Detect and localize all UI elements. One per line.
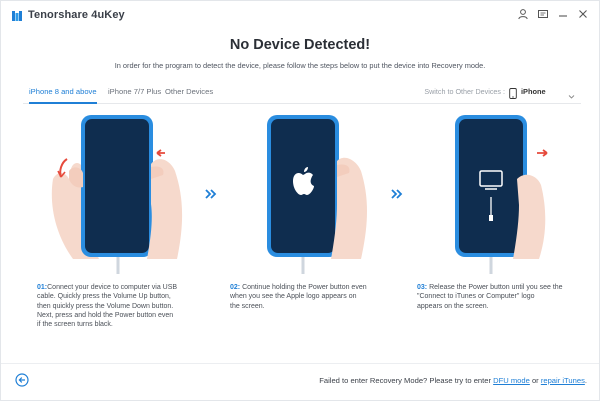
step-2-caption: 02: Continue holding the Power button ev… [230, 284, 367, 310]
dfu-mode-link[interactable]: DFU mode [493, 376, 530, 385]
step-3-number: 03: [417, 284, 428, 291]
chevron-down-icon [568, 87, 575, 99]
close-icon[interactable] [577, 8, 589, 20]
step-2-illustration [227, 109, 377, 274]
app-title: Tenorshare 4uKey [28, 9, 125, 21]
step-2-number: 02: [230, 284, 241, 291]
step-3-caption: 03: Release the Power button until you s… [417, 284, 563, 310]
user-icon[interactable] [517, 8, 529, 20]
footer-help-text: Failed to enter Recovery Mode? Please tr… [319, 376, 587, 385]
window-controls [517, 8, 589, 20]
step-1-caption: 01:Connect your device to computer via U… [37, 284, 178, 329]
tab-other-devices[interactable]: Other Devices [165, 87, 214, 96]
page-subtitle: In order for the program to detect the d… [114, 61, 486, 70]
message-icon[interactable] [537, 8, 549, 20]
step-3-illustration [419, 109, 569, 274]
page-title: No Device Detected! [229, 37, 371, 53]
device-tabs: iPhone 8 and above iPhone 7/7 Plus Other… [23, 83, 581, 104]
device-select[interactable]: iPhone [509, 84, 575, 99]
device-select-value: iPhone [521, 86, 546, 96]
double-chevron-right-icon [390, 187, 404, 199]
tab-iphone-7[interactable]: iPhone 7/7 Plus [108, 87, 162, 96]
tenorshare-logo-icon [11, 9, 23, 21]
repair-itunes-link[interactable]: repair iTunes [540, 376, 585, 385]
back-arrow-icon[interactable] [15, 373, 29, 387]
minimize-icon[interactable] [557, 8, 569, 20]
switch-devices-label: Switch to Other Devices : [424, 87, 505, 96]
tab-iphone-8-and-above[interactable]: iPhone 8 and above [29, 87, 97, 104]
phone-icon [509, 86, 517, 99]
step-1-number: 01: [37, 284, 48, 291]
double-chevron-right-icon [204, 187, 218, 199]
title-bar: Tenorshare 4uKey [1, 1, 599, 29]
step-1-illustration [47, 109, 197, 274]
footer-divider [1, 363, 599, 364]
